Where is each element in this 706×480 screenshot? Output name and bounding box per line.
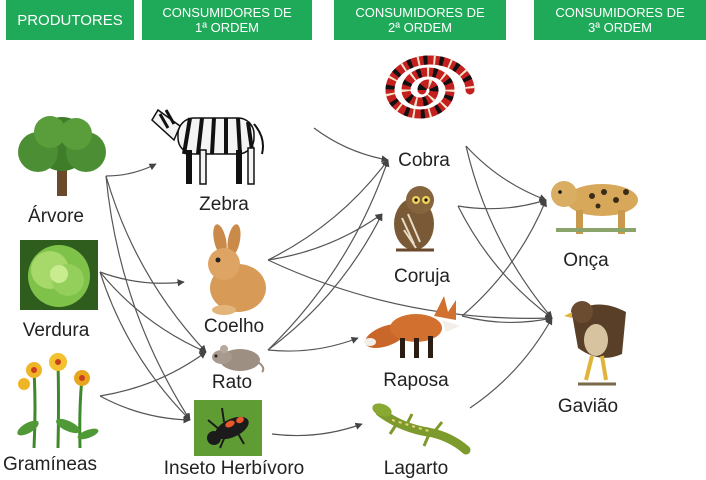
label-inseto: Inseto Herbívoro [163,458,305,479]
food-web-diagram: PRODUTORES CONSUMIDORES DE 1ª ORDEM CONS… [3,0,706,479]
label-rato: Rato [211,372,253,393]
arrow-inseto-to-lagarto [271,422,363,437]
arrow-verdura-to-rato [99,271,207,353]
snake-icon [385,55,475,119]
arrow-cobra-to-onca [465,145,547,202]
arrow-raposa-to-gaviao [461,315,553,323]
arrow-rato-to-cobra [267,159,390,351]
arrow-raposa-to-onca [461,199,547,317]
label-gaviao: Gavião [557,396,619,417]
label-lagarto: Lagarto [383,458,449,479]
zebra-icon [151,108,264,185]
label-onca: Onça [563,250,609,271]
arrow-coelho-to-gaviao [267,259,553,322]
arrow-graminea-to-rato [99,351,207,397]
rat-icon [212,345,265,373]
jaguar-icon [551,181,638,234]
rabbit-icon [208,224,266,315]
header-third-order: CONSUMIDORES DE 3ª ORDEM [534,0,706,40]
arrow-cobra-to-gaviao [465,145,553,319]
insect-icon [194,400,262,456]
flowers-icon [17,353,99,449]
arrow-coruja-to-gaviao [457,205,553,319]
arrow-graminea-to-inseto [99,395,191,424]
label-zebra: Zebra [199,194,249,215]
label-arvore: Árvore [28,206,84,227]
arrow-lagarto-to-gaviao [469,317,553,409]
label-raposa: Raposa [383,370,449,391]
arrow-rato-to-raposa [267,336,359,352]
arrow-coelho-to-cobra [267,159,389,261]
arrow-arvore-to-inseto [105,175,191,421]
arrow-coruja-to-onca [457,198,547,210]
label-coelho: Coelho [203,316,265,337]
arrow-rato-to-coruja [267,213,383,351]
label-coruja: Coruja [394,266,450,287]
arrow-arvore-to-zebra [105,163,157,177]
arrow-zebra-to-cobra [313,127,389,163]
arrow-arvore-to-rato [105,175,207,353]
hawk-icon [564,301,626,386]
owl-icon [394,186,434,252]
arrow-layer [99,127,553,437]
header-producers: PRODUTORES [6,0,134,40]
lizard-icon [372,403,471,455]
tree-icon [18,116,106,196]
fox-icon [364,296,460,358]
header-second-order: CONSUMIDORES DE 2ª ORDEM [334,0,506,40]
label-verdura: Verdura [22,320,90,341]
arrow-verdura-to-coelho [99,271,185,287]
arrow-coelho-to-coruja [267,213,383,261]
label-cobra: Cobra [398,150,450,171]
arrow-verdura-to-inseto [99,271,191,421]
lettuce-icon [20,240,98,310]
label-graminea: Gramíneas [3,454,97,475]
header-first-order: CONSUMIDORES DE 1ª ORDEM [142,0,312,40]
